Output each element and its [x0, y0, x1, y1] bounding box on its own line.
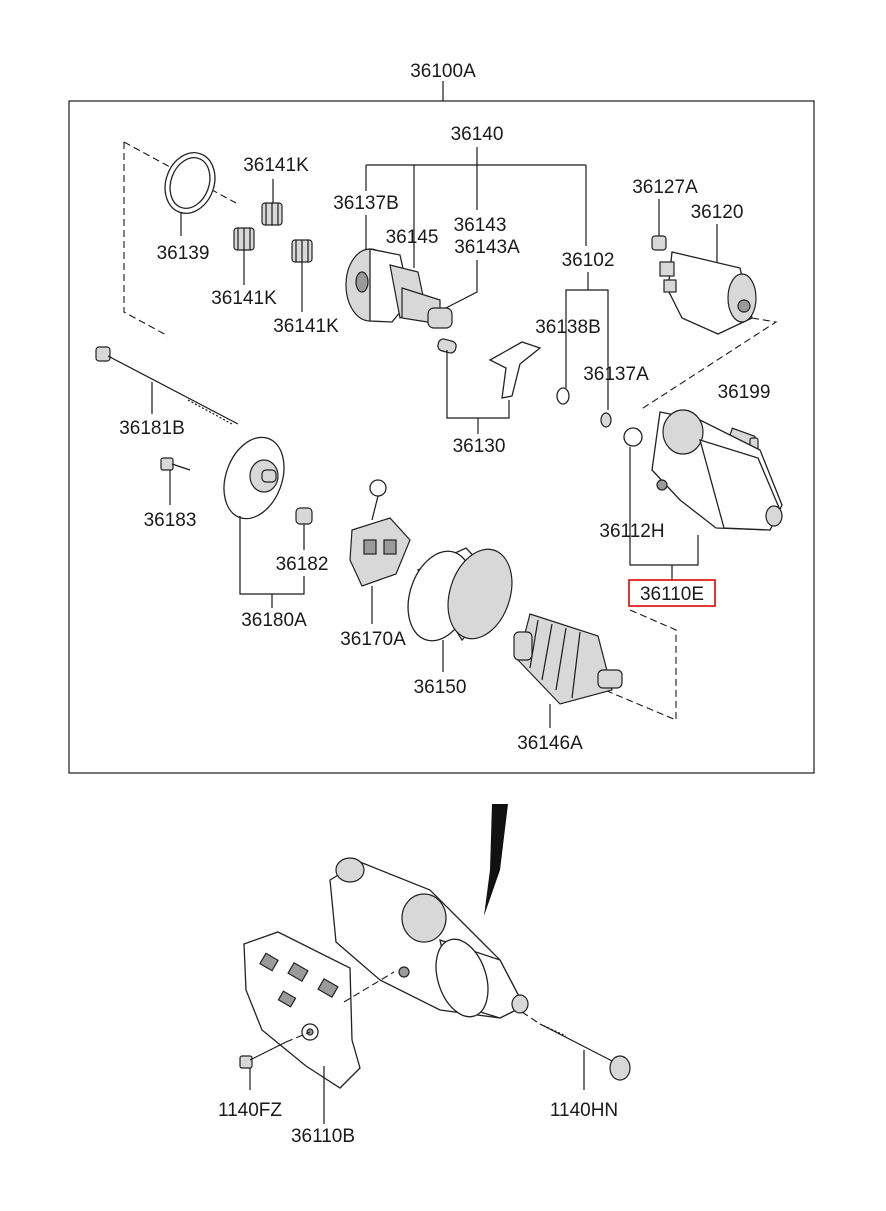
label-36137A[interactable]: 36137A	[583, 364, 649, 385]
pinion-shaft-36145	[401, 287, 453, 329]
label-36146A[interactable]: 36146A	[517, 733, 583, 754]
assembled-starter	[329, 857, 529, 1019]
label-36110B[interactable]: 36110B	[291, 1126, 355, 1147]
label-36138B[interactable]: 36138B	[535, 317, 601, 338]
label-36141K-mid[interactable]: 36141K	[211, 288, 277, 309]
label-36143[interactable]: 36143	[454, 215, 507, 236]
assembly-frame	[68, 100, 815, 774]
brush-holder-36170A	[349, 479, 411, 587]
label-36120[interactable]: 36120	[691, 202, 744, 223]
bolt-1140HN	[539, 1023, 631, 1081]
label-36143A[interactable]: 36143A	[454, 237, 520, 258]
seal-ring-36139	[164, 152, 216, 214]
label-1140FZ[interactable]: 1140FZ	[218, 1100, 282, 1121]
label-36127A[interactable]: 36127A	[632, 177, 698, 198]
label-36100A[interactable]: 36100A	[410, 61, 476, 82]
label-36180A[interactable]: 36180A	[241, 610, 307, 631]
label-36145[interactable]: 36145	[386, 227, 439, 248]
label-36141K-top[interactable]: 36141K	[243, 155, 309, 176]
shift-lever	[488, 341, 542, 399]
label-36150[interactable]: 36150	[414, 677, 467, 698]
screw-36183	[160, 457, 191, 471]
through-bolt-36181B	[95, 346, 239, 425]
pin-36130	[437, 338, 457, 354]
heat-shield-36110B	[243, 931, 361, 1089]
label-36102[interactable]: 36102	[562, 250, 615, 271]
label-36181B[interactable]: 36181B	[119, 418, 185, 439]
label-36110E[interactable]: 36110E	[640, 584, 704, 605]
end-cover-36180A	[223, 436, 285, 520]
label-36137B[interactable]: 36137B	[333, 193, 399, 214]
label-36199[interactable]: 36199	[718, 382, 771, 403]
label-36182[interactable]: 36182	[276, 554, 329, 575]
label-36139[interactable]: 36139	[157, 243, 210, 264]
label-36183[interactable]: 36183	[144, 510, 197, 531]
yoke-36150	[407, 547, 513, 642]
planet-gear-low	[291, 239, 313, 263]
armature-36146A	[513, 613, 623, 705]
nut-36127A	[651, 235, 667, 251]
washer-36138B	[556, 387, 570, 405]
bushing-36182	[295, 507, 313, 525]
planet-gear-top	[261, 202, 283, 226]
label-36112H[interactable]: 36112H	[599, 521, 664, 542]
label-1140HN[interactable]: 1140HN	[550, 1100, 618, 1121]
location-arrow	[484, 804, 508, 916]
solenoid-36120	[659, 251, 757, 335]
label-36170A[interactable]: 36170A	[340, 629, 406, 650]
front-housing-36110E	[651, 409, 783, 531]
washer-36137A	[600, 412, 612, 428]
bushing-36112H	[623, 427, 643, 447]
label-36141K-low[interactable]: 36141K	[273, 316, 339, 337]
highlight-box-36110E	[628, 579, 716, 607]
label-36130[interactable]: 36130	[453, 436, 506, 457]
bolt-1140FZ	[239, 1041, 287, 1069]
planet-gear-mid	[233, 227, 255, 251]
label-36140[interactable]: 36140	[451, 124, 504, 145]
